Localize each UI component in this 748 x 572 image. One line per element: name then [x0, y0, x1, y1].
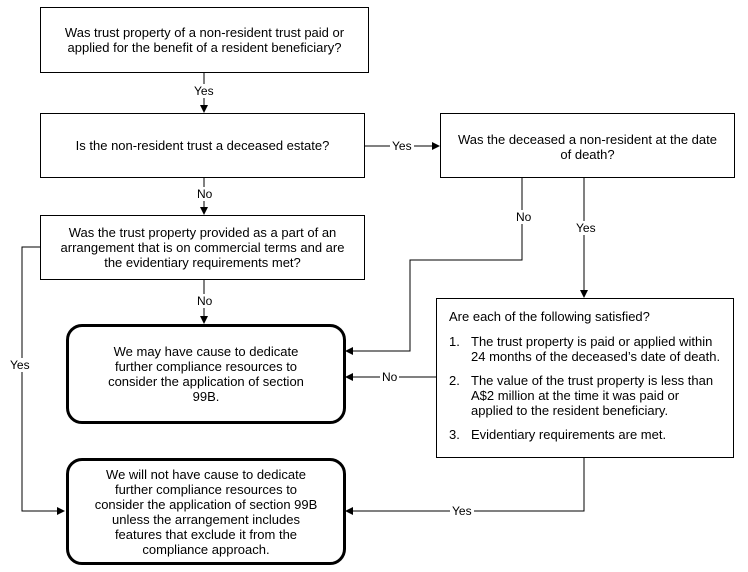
edge-label-q1-q2: Yes [192, 84, 216, 98]
question-commercial-terms: Was the trust property provided as a par… [40, 215, 365, 280]
edge-criteria-yes-to-outcome-no-cause [345, 458, 585, 515]
outcome-may-have-cause-text: We may have cause to dedicate further co… [108, 344, 304, 404]
question-deceased-non-resident: Was the deceased a non-resident at the d… [440, 113, 735, 178]
criteria-intro: Are each of the following satisfied? [449, 309, 650, 324]
edge-label-q2-q4: No [195, 187, 215, 201]
criteria-item: 2. The value of the trust property is le… [449, 373, 721, 418]
edge-label-q3-yes: Yes [574, 221, 598, 235]
edge-label-criteria-no: No [380, 370, 400, 384]
edge-q3-no-to-outcome-cause [345, 178, 523, 355]
question-commercial-terms-text: Was the trust property provided as a par… [60, 225, 345, 270]
edge-label-q3-no: No [514, 210, 534, 224]
criteria-item-text: The value of the trust property is less … [471, 373, 714, 418]
criteria-box: Are each of the following satisfied? 1. … [436, 298, 734, 458]
question-deceased-estate-text: Is the non-resident trust a deceased est… [75, 138, 330, 153]
edge-q4-yes-to-outcome-no-cause [21, 246, 65, 515]
criteria-item-number: 3. [449, 427, 460, 442]
edge-label-q4-yes: Yes [8, 358, 32, 372]
outcome-no-cause-text: We will not have cause to dedicate furth… [94, 466, 318, 557]
edge-label-criteria-yes: Yes [450, 504, 474, 518]
criteria-item-text: Evidentiary requirements are met. [471, 427, 667, 442]
question-deceased-non-resident-text: Was the deceased a non-resident at the d… [458, 132, 717, 162]
edge-label-q4-no: No [195, 294, 215, 308]
edge-label-q2-q3: Yes [390, 139, 414, 153]
criteria-list: 1. The trust property is paid or applied… [449, 334, 721, 442]
question-trust-property-paid: Was trust property of a non-resident tru… [40, 7, 369, 73]
outcome-may-have-cause: We may have cause to dedicate further co… [66, 324, 346, 424]
criteria-item: 3. Evidentiary requirements are met. [449, 427, 721, 442]
criteria-item-number: 1. [449, 334, 460, 349]
question-deceased-estate: Is the non-resident trust a deceased est… [40, 113, 365, 178]
question-trust-property-paid-text: Was trust property of a non-resident tru… [64, 25, 345, 55]
outcome-no-cause: We will not have cause to dedicate furth… [66, 458, 346, 565]
criteria-item-text: The trust property is paid or applied wi… [471, 334, 721, 364]
criteria-item: 1. The trust property is paid or applied… [449, 334, 721, 364]
criteria-item-number: 2. [449, 373, 460, 388]
